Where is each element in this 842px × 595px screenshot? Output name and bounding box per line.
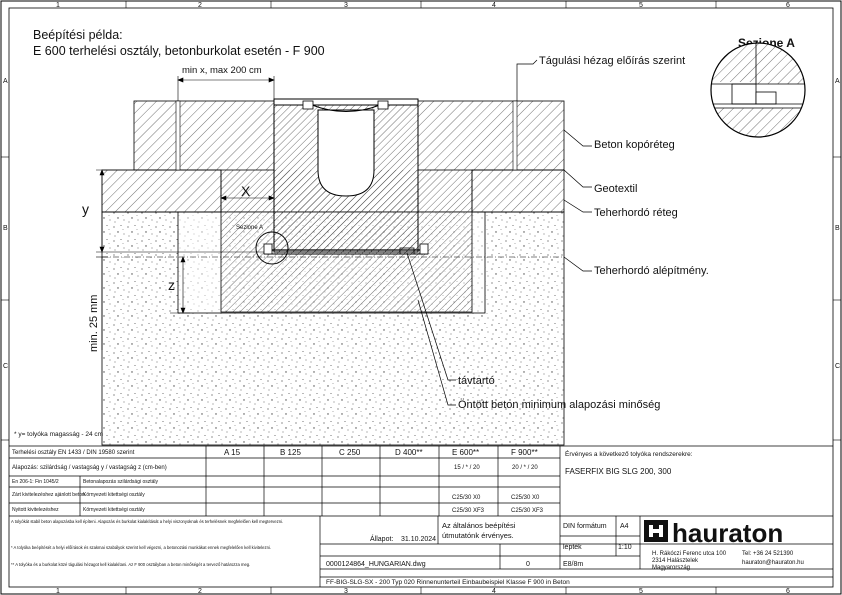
dim-min25-label: min. 25 mm bbox=[88, 295, 100, 352]
company-address-2: 2314 Halásztelek bbox=[652, 558, 699, 564]
table-header-label: Terhelési osztály EN 1433 / DIN 19580 sz… bbox=[12, 450, 135, 456]
row1-e600: 15 / * / 20 bbox=[454, 465, 480, 471]
callout-concrete-foundation: Öntött beton minimum alapozási minőség bbox=[458, 399, 660, 411]
status-label: Állapot: bbox=[370, 534, 393, 543]
scale-value: 1:10 bbox=[618, 544, 632, 551]
col-label: 4 bbox=[492, 588, 496, 595]
callout-spacer: távtartó bbox=[458, 375, 495, 387]
company-address-1: H. Rákóczi Ferenc utca 100 bbox=[652, 551, 727, 557]
class-d400: D 400** bbox=[395, 448, 423, 457]
row-label: C bbox=[3, 363, 8, 370]
row2b-left: Zárt kivitelezéshez ajánlott beton bbox=[12, 492, 85, 498]
row2b-f900: C25/30 X0 bbox=[511, 495, 540, 501]
title-line2: E 600 terhelési osztály, betonburkolat e… bbox=[33, 44, 325, 58]
row3-e600: C25/30 XF3 bbox=[452, 508, 485, 514]
dim-top-label: min x, max 200 cm bbox=[182, 65, 262, 76]
revision: 0 bbox=[526, 561, 530, 568]
col-label: 4 bbox=[492, 2, 496, 9]
row2a-right: Betonalapozás szilárdsági osztály bbox=[83, 479, 159, 485]
row2a-left: En 206-1: Fin 1045/2 bbox=[12, 479, 59, 485]
dim-x-label: X bbox=[241, 183, 251, 199]
sheet-code: E8/8m bbox=[563, 561, 583, 568]
class-b125: B 125 bbox=[280, 448, 301, 457]
row1-label: Alapozás: szilárdság / vastagság y / vas… bbox=[12, 465, 167, 471]
row2b-e600: C25/30 X0 bbox=[452, 495, 481, 501]
row-label: A bbox=[835, 78, 840, 85]
section-a-detail bbox=[710, 42, 806, 138]
dim-y-label: y bbox=[82, 201, 89, 217]
general-text-1: Az általános beépítési bbox=[442, 521, 516, 530]
row3-f900: C25/30 XF3 bbox=[511, 508, 544, 514]
col-label: 2 bbox=[198, 2, 202, 9]
height-note: * y= tolyóka magasság - 24 cm bbox=[14, 431, 103, 438]
concrete-wear-layer-right bbox=[417, 100, 565, 171]
company-email: hauraton@hauraton.hu bbox=[742, 560, 804, 566]
bottom-title: FF-BIG-SLG-SX - 200 Typ 020 Rinnenuntert… bbox=[326, 579, 570, 586]
col-label: 6 bbox=[786, 588, 790, 595]
load-bearing-layer-right bbox=[471, 169, 565, 213]
company-address-3: Magyarország bbox=[652, 565, 690, 571]
dimensions bbox=[96, 76, 275, 350]
col-label: 1 bbox=[56, 2, 60, 9]
row-label: C bbox=[835, 363, 840, 370]
footnote-2: * A tolyóka beépítését a helyi előírások… bbox=[11, 545, 271, 550]
row3-right: Környezeti kitettségi osztály bbox=[83, 507, 145, 513]
company-phone: Tel: +36 24 521390 bbox=[742, 551, 794, 557]
row-label: B bbox=[835, 225, 840, 232]
col-label: 2 bbox=[198, 588, 202, 595]
title-line1: Beépítési példa: bbox=[33, 28, 123, 42]
col-label: 5 bbox=[639, 588, 643, 595]
callout-wear-layer: Beton kopóréteg bbox=[594, 139, 675, 151]
class-a15: A 15 bbox=[224, 448, 241, 457]
detail-circle bbox=[255, 231, 289, 265]
status-date: 31.10.2024 bbox=[401, 536, 436, 543]
callout-subbase: Teherhordó alépítmény. bbox=[594, 265, 709, 277]
col-label: 1 bbox=[56, 588, 60, 595]
callout-expansion-joint: Tágulási hézag előírás szerint bbox=[539, 55, 685, 67]
dim-z-label: z bbox=[168, 277, 175, 293]
col-label: 6 bbox=[786, 2, 790, 9]
footnote-1: A tolyókát stabil beton alapozásba kell … bbox=[11, 519, 283, 524]
row3-left: Nyitott kivitelezéshez bbox=[12, 507, 59, 513]
din-label: DIN formátum bbox=[563, 523, 607, 530]
din-value: A4 bbox=[620, 523, 629, 530]
row-label: A bbox=[3, 78, 8, 85]
class-f900: F 900** bbox=[511, 448, 538, 457]
row-label: B bbox=[3, 225, 8, 232]
load-bearing-layer-left bbox=[101, 169, 222, 213]
general-text-2: útmutatónk érvényes. bbox=[442, 531, 514, 540]
cross-section bbox=[101, 98, 565, 446]
callout-geotextile: Geotextil bbox=[594, 183, 637, 195]
row1-f900: 20 / * / 20 bbox=[512, 465, 538, 471]
company-logo bbox=[644, 520, 668, 542]
valid-for-label: Érvényes a következő tolyóka rendszerekr… bbox=[565, 449, 693, 458]
row2b-right: Környezeti kitettségi osztály bbox=[83, 492, 145, 498]
drawing-number: 0000124864_HUNGARIAN.dwg bbox=[326, 561, 426, 568]
callout-leaders bbox=[406, 59, 592, 406]
callout-load-bearing: Teherhordó réteg bbox=[594, 207, 678, 219]
class-c250: C 250 bbox=[339, 448, 361, 457]
col-label: 3 bbox=[344, 588, 348, 595]
title-block bbox=[9, 445, 833, 587]
col-label: 3 bbox=[344, 2, 348, 9]
company-name: hauraton bbox=[672, 518, 783, 548]
col-label: 5 bbox=[639, 2, 643, 9]
footnote-3: ** A tolyóka és a burkolat közé tágulási… bbox=[11, 562, 250, 567]
valid-for-value: FASERFIX BIG SLG 200, 300 bbox=[565, 467, 672, 476]
concrete-wear-layer-left bbox=[133, 100, 275, 171]
table-text: Terhelési osztály EN 1433 / DIN 19580 sz… bbox=[11, 448, 693, 586]
class-e600: E 600** bbox=[452, 448, 479, 457]
detail-ref-label: Sezione A bbox=[236, 225, 263, 231]
scale-label: lépték bbox=[563, 544, 582, 551]
company-contacts: H. Rákóczi Ferenc utca 100 2314 Halászte… bbox=[652, 551, 804, 571]
